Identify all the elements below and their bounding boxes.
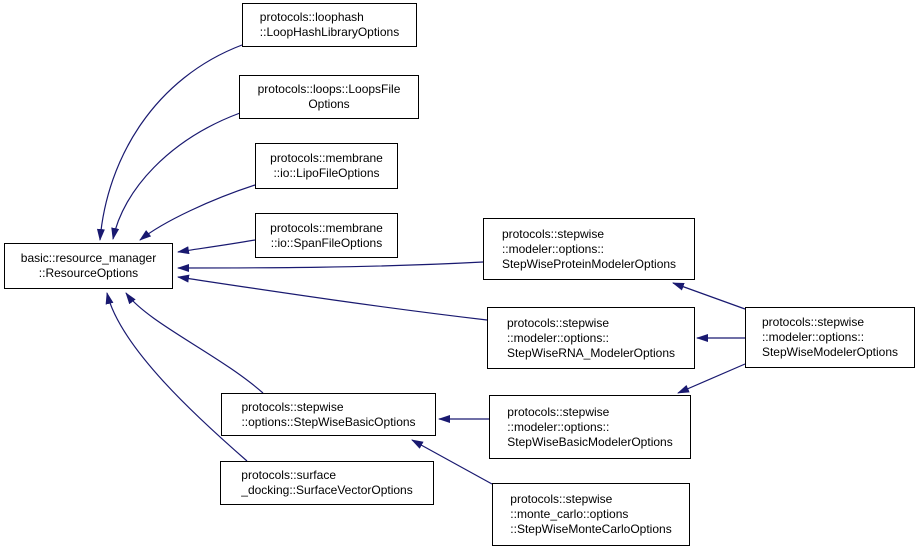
class-name-line: protocols::stepwise [501,226,604,241]
class-name-line: ::options::StepWiseBasicOptions [241,414,416,429]
class-name-line: _docking::SurfaceVectorOptions [241,483,413,497]
node-stepwise-basic-modeler-options[interactable]: protocols::stepwise ::modeler::options::… [489,395,691,459]
class-name-line: ::modeler::options:: [506,330,610,345]
class-name-line: protocols::stepwise [507,404,610,419]
class-name-line: protocols::stepwise [241,399,344,414]
class-name-line: ::monte_carlo::options [510,507,629,521]
class-name-line: StepWiseModelerOptions [761,345,899,359]
class-name-line: ::io::SpanFileOptions [270,235,383,250]
node-surface-vector-options[interactable]: protocols::surface _docking::SurfaceVect… [220,461,434,505]
class-name-line: ::StepWiseMonteCarloOptions [510,522,672,536]
edge-montecarlo-to-basic [411,439,493,485]
node-stepwise-modeler-options[interactable]: protocols::stepwise ::modeler::options::… [745,307,915,368]
edge-loophash-to-resource [96,44,243,241]
class-name-line: protocols::loophash [259,10,364,24]
class-name-line: protocols::loops::LoopsFile [257,82,401,96]
edge-modeler-to-basicmodeler [677,363,746,394]
node-resource-options[interactable]: basic::resource_manager ::ResourceOption… [4,243,173,289]
edge-rna-to-resource [177,274,488,321]
class-name-line: protocols::surface [241,468,336,482]
edge-modeler-to-protein [672,282,746,310]
class-name-line: protocols::membrane [270,151,383,165]
class-name-line: basic::resource_manager [20,251,157,265]
class-name-line: protocols::stepwise [506,315,609,330]
class-name-line: StepWiseRNA_ModelerOptions [506,345,676,360]
class-name-line: ::io::LipoFileOptions [273,166,380,180]
node-loops-file-options[interactable]: protocols::loops::LoopsFile Options [239,75,419,119]
class-name-line: ::modeler::options:: [507,419,610,434]
class-name-line: ::ResourceOptions [38,266,139,280]
class-name-line: protocols::stepwise [510,492,613,506]
class-name-line: ::LoopHashLibraryOptions [259,25,400,39]
node-loophash-library-options[interactable]: protocols::loophash ::LoopHashLibraryOpt… [242,3,417,47]
edge-basic-to-resource [125,292,264,394]
edge-lipofile-to-resource [139,184,256,241]
edge-protein-to-resource [177,261,484,272]
class-name-line: ::modeler::options:: [761,330,865,344]
edge-spanfile-to-resource [177,239,256,255]
node-stepwise-monte-carlo-options[interactable]: protocols::stepwise ::monte_carlo::optio… [492,483,690,546]
node-stepwise-basic-options[interactable]: protocols::stepwise ::options::StepWiseB… [221,393,436,436]
class-name-line: Options [308,97,350,111]
node-stepwise-rna-modeler-options[interactable]: protocols::stepwise ::modeler::options::… [487,307,695,369]
node-lipo-file-options[interactable]: protocols::membrane ::io::LipoFileOption… [255,143,398,189]
class-name-line: StepWiseProteinModelerOptions [501,256,677,271]
edge-loopsfile-to-resource [111,112,241,240]
class-name-line: StepWiseBasicModelerOptions [507,434,673,449]
class-name-line: protocols::stepwise [761,315,865,329]
class-name-line: protocols::membrane [270,220,383,235]
edge-surface-to-resource [105,292,248,462]
node-span-file-options[interactable]: protocols::membrane ::io::SpanFileOption… [255,213,398,258]
node-stepwise-protein-modeler-options[interactable]: protocols::stepwise ::modeler::options::… [483,218,695,280]
class-name-line: ::modeler::options:: [501,241,605,256]
